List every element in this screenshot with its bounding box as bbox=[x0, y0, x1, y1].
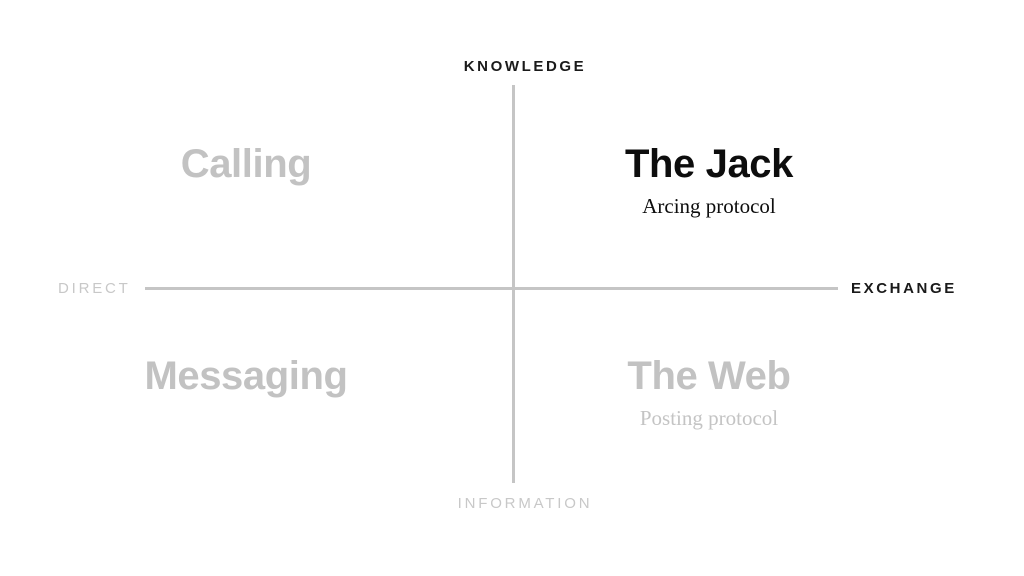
axis-label-knowledge: KNOWLEDGE bbox=[463, 58, 587, 75]
quadrant-top-right: The Jack Arcing protocol bbox=[534, 143, 884, 219]
quadrant-subtitle-posting-protocol: Posting protocol bbox=[639, 406, 779, 430]
quadrant-title-the-jack: The Jack bbox=[624, 142, 793, 186]
quadrant-bottom-right: The Web Posting protocol bbox=[534, 355, 884, 431]
quadrant-subtitle-arcing-protocol: Arcing protocol bbox=[642, 194, 776, 218]
horizontal-axis-line bbox=[145, 287, 838, 290]
quadrant-title-messaging: Messaging bbox=[144, 354, 348, 398]
vertical-axis-line bbox=[512, 85, 515, 483]
quadrant-title-the-web: The Web bbox=[627, 354, 791, 398]
quadrant-title-calling: Calling bbox=[180, 142, 312, 186]
axis-label-direct: DIRECT bbox=[58, 280, 131, 297]
quadrant-bottom-left: Messaging bbox=[0, 355, 492, 397]
axis-label-exchange: EXCHANGE bbox=[851, 280, 957, 297]
quadrant-top-left: Calling bbox=[0, 143, 492, 185]
axis-label-information: INFORMATION bbox=[457, 495, 593, 512]
